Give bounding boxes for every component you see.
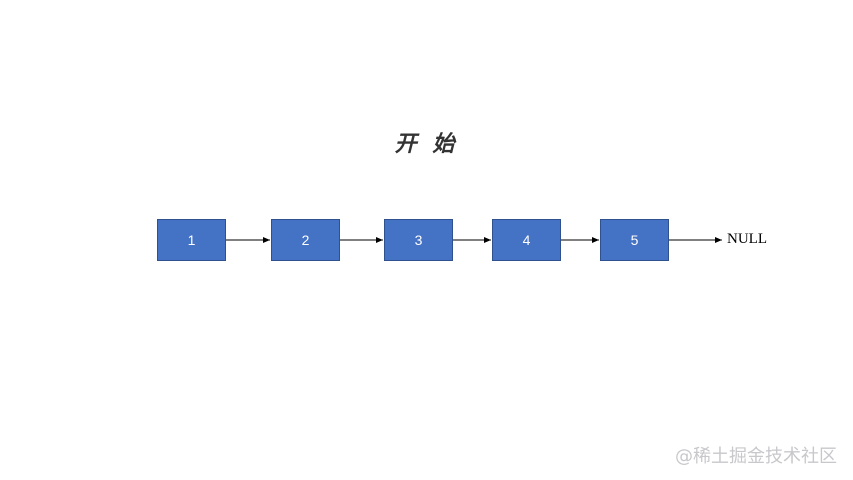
list-node-4: 4: [492, 219, 561, 261]
diagram-title: 开 始: [394, 131, 459, 157]
list-node-3: 3: [384, 219, 453, 261]
null-terminal-label: NULL: [727, 231, 767, 247]
watermark-text: @稀土掘金技术社区: [675, 446, 837, 467]
list-node-5: 5: [600, 219, 669, 261]
list-node-2: 2: [271, 219, 340, 261]
list-node-1: 1: [157, 219, 226, 261]
